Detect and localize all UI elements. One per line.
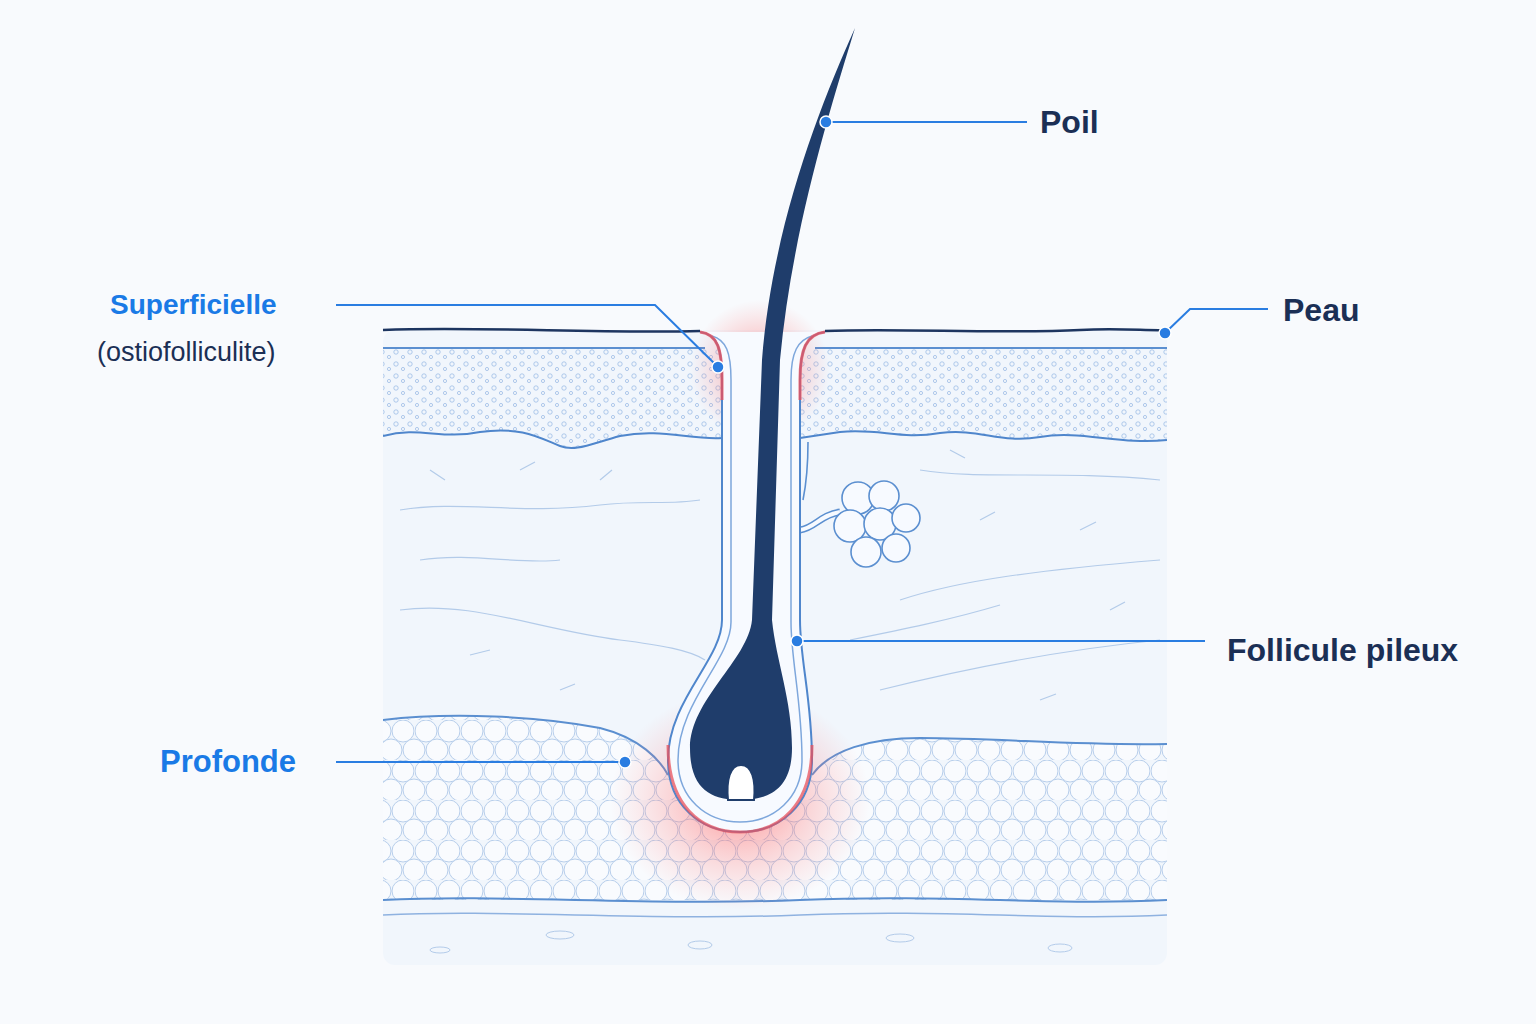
- sebaceous-gland: [800, 442, 920, 567]
- leader-dots: [619, 116, 1171, 768]
- follicle-label: Follicule pileux: [1227, 631, 1458, 669]
- skin-label: Peau: [1283, 291, 1359, 329]
- hair-label: Poil: [1040, 103, 1099, 141]
- hair-shaft: [690, 28, 855, 800]
- deep-label: Profonde: [160, 743, 296, 780]
- ostiofolliculitis-label: (ostiofolliculite): [97, 336, 276, 368]
- leader-lines: [336, 122, 1268, 762]
- superficial-label: Superficielle: [110, 288, 277, 322]
